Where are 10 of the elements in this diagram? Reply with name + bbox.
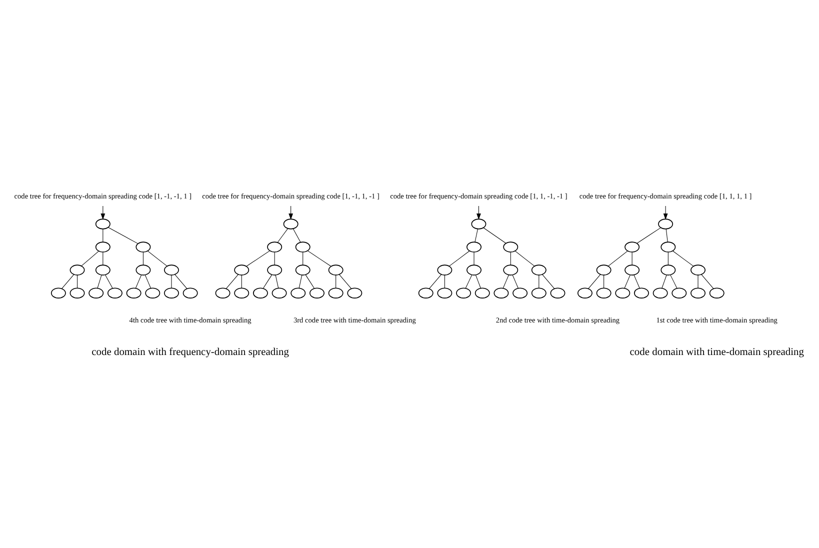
label: 1st code tree with time-domain spreading [656,314,778,324]
label: 2nd code tree with time-domain spreading [496,314,620,324]
label: code domain with time-domain spreading [630,346,804,358]
label: 4th code tree with time-domain spreading [129,314,252,324]
label: 3rd code tree with time-domain spreading [293,314,416,324]
node-text: code tree for frequency-domain spreading code [1, 1, -1, -1 ] [390,190,568,200]
label: code domain with frequency-domain spreading [92,346,290,358]
node-text: code tree for frequency-domain spreading code [1, -1, 1, -1 ] [202,190,380,200]
node-text: code tree for frequency-domain spreading code [1, -1, -1, 1 ] [14,190,192,200]
node-text: code tree for frequency-domain spreading code [1, 1, 1, 1 ] [579,190,752,200]
